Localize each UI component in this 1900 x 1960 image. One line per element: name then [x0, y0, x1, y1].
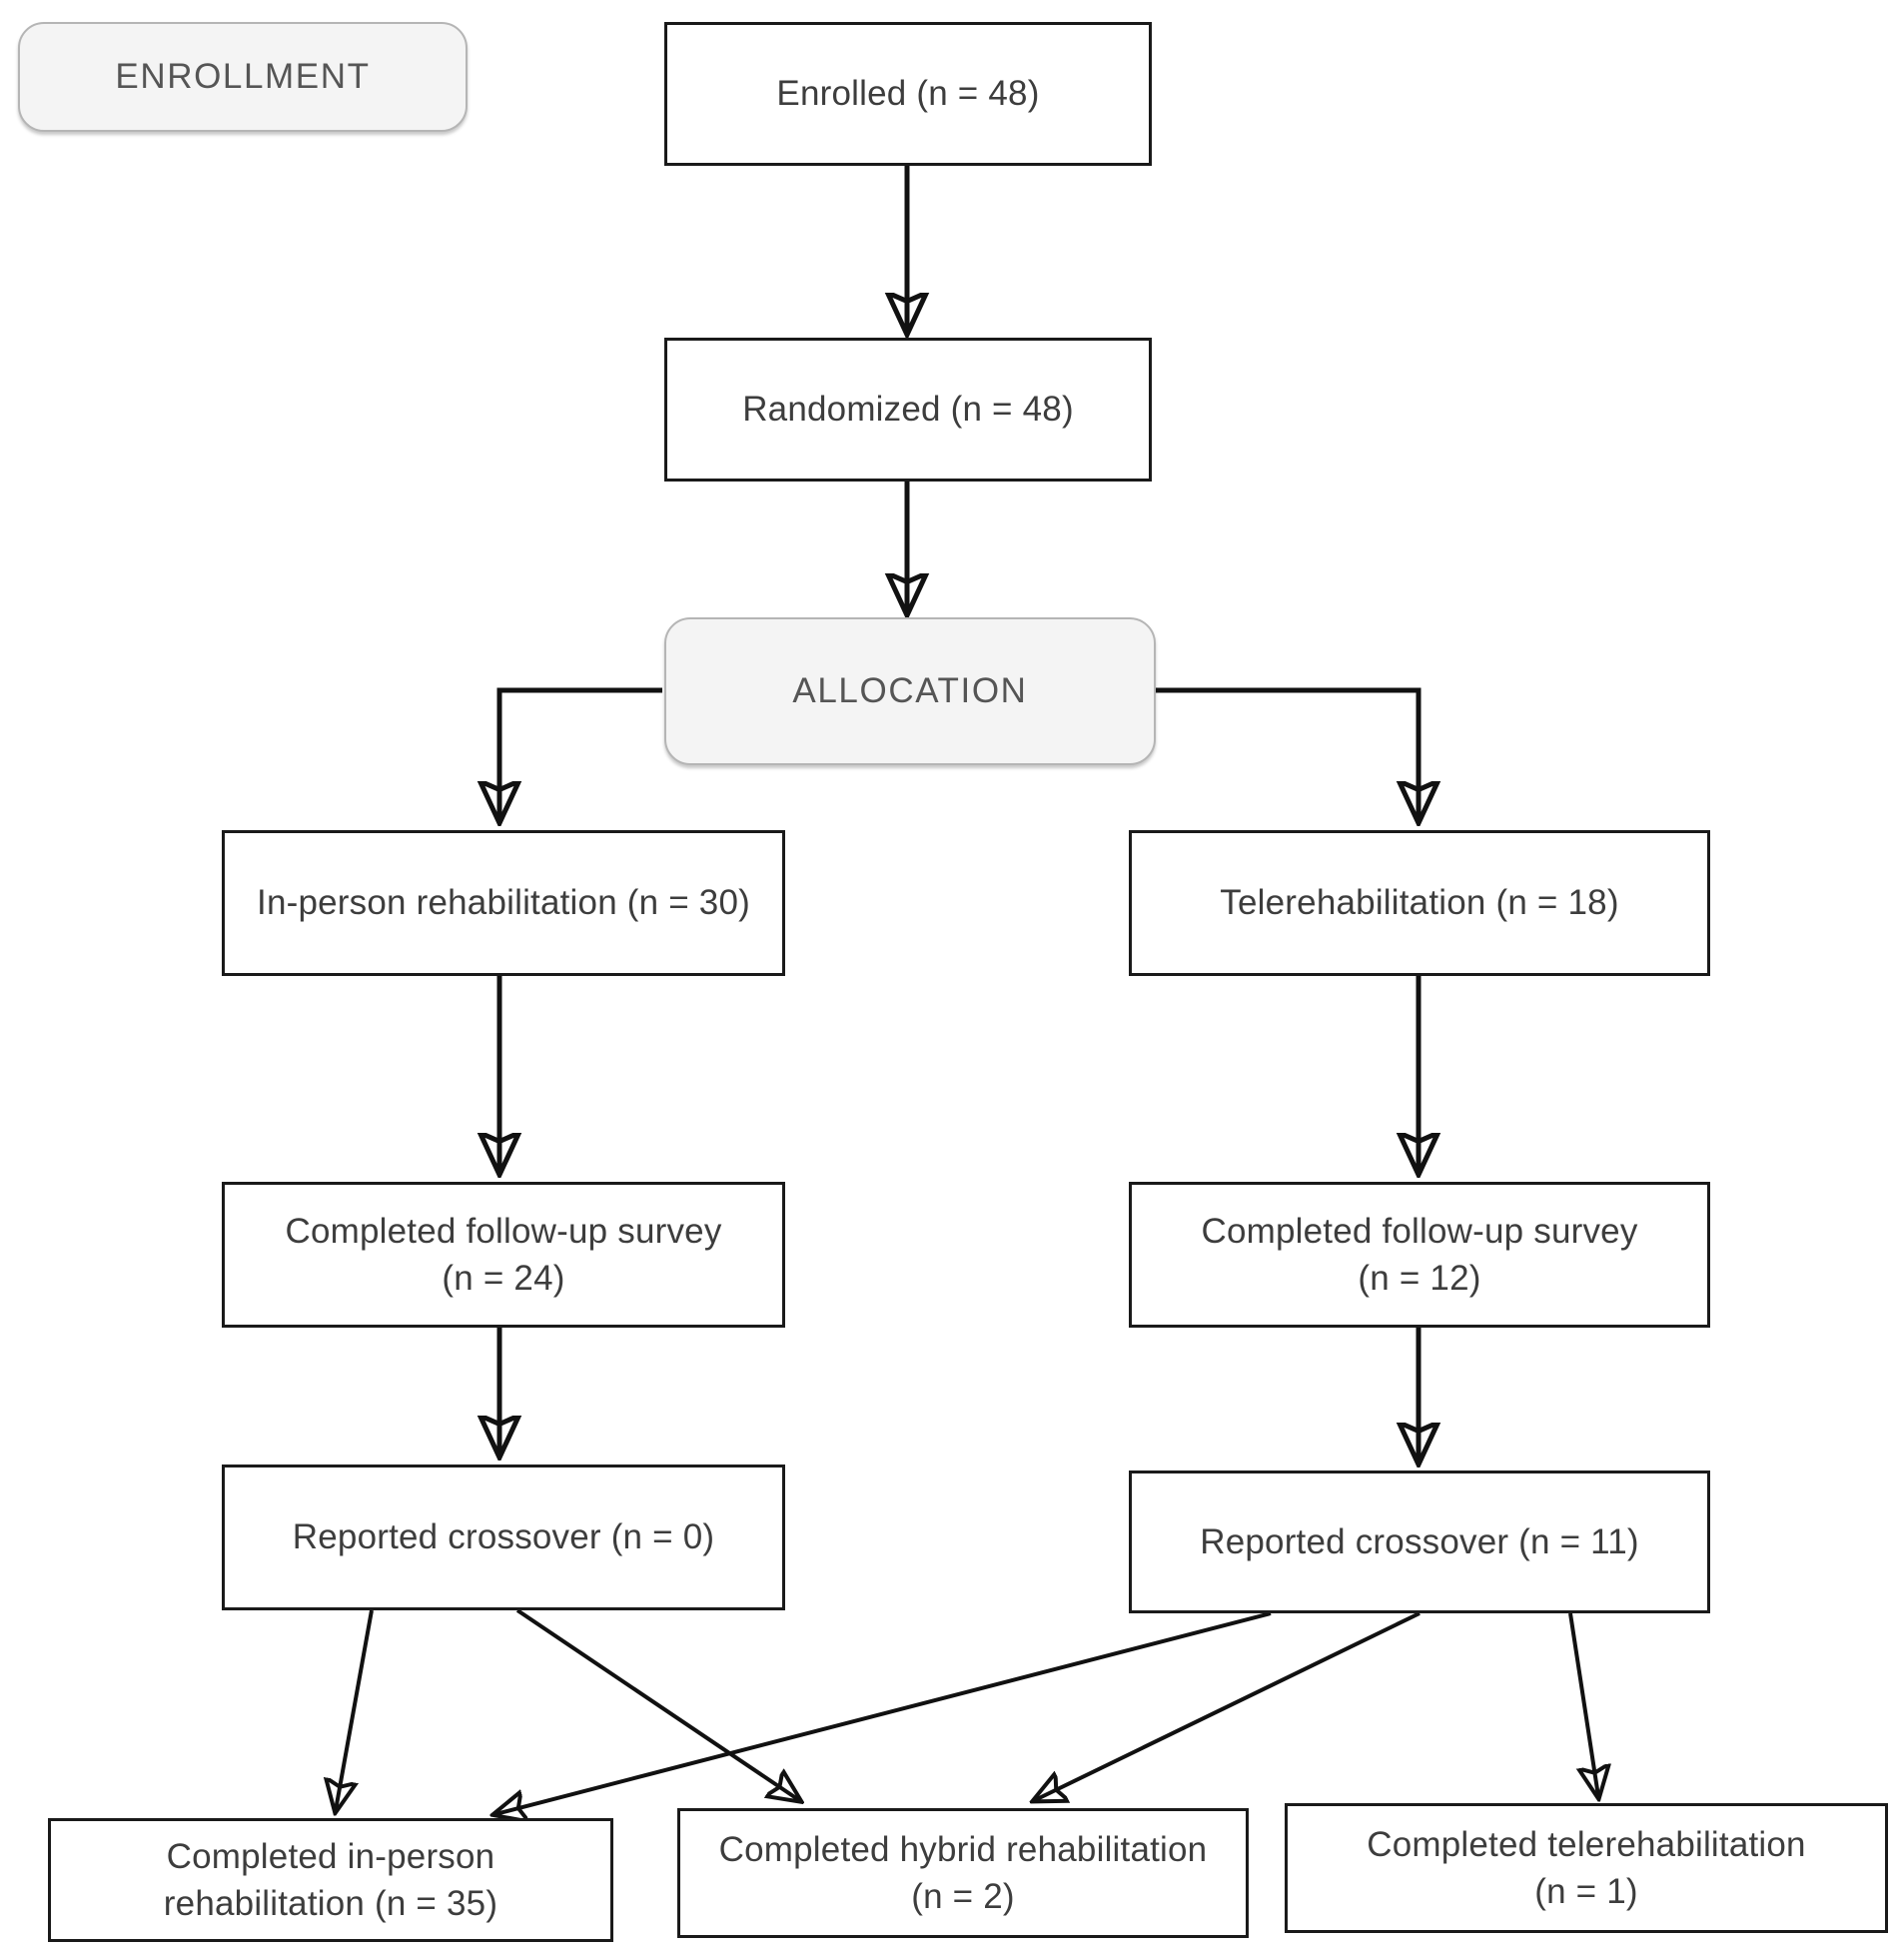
edge-tele-crossover-to-completed-hybrid — [1035, 1611, 1421, 1800]
node-tele-allocation: Telerehabilitation (n = 18) — [1129, 830, 1710, 976]
node-tele-crossover-line-1: Reported crossover (n = 11) — [1200, 1521, 1639, 1561]
node-completed-tele: Completed telerehabilitation (n = 1) — [1285, 1803, 1888, 1933]
node-completed-hybrid-line-1: Completed hybrid rehabilitation — [718, 1829, 1208, 1869]
node-completed-inperson: Completed in-person rehabilitation (n = … — [48, 1818, 613, 1942]
node-tele-allocation-line-1: Telerehabilitation (n = 18) — [1220, 883, 1619, 923]
node-inperson-allocation-line-1: In-person rehabilitation (n = 30) — [257, 883, 750, 923]
stage-banner-enrollment: ENROLLMENT — [18, 22, 468, 132]
node-tele-followup-line-2: (n = 12) — [1358, 1259, 1481, 1298]
node-enrolled-line-1: Enrolled (n = 48) — [776, 74, 1040, 114]
edge-allocation-to-inperson — [499, 687, 662, 819]
node-completed-tele-line-1: Completed telerehabilitation — [1367, 1824, 1806, 1864]
stage-banner-allocation-label: ALLOCATION — [792, 671, 1028, 710]
node-completed-hybrid-line-2: (n = 2) — [911, 1877, 1015, 1916]
node-inperson-allocation: In-person rehabilitation (n = 30) — [222, 830, 785, 976]
stage-banner-enrollment-label: ENROLLMENT — [115, 57, 371, 96]
node-inperson-followup: Completed follow-up survey (n = 24) — [222, 1182, 785, 1328]
edge-inperson-crossover-to-completed-inperson — [336, 1609, 374, 1810]
node-randomized: Randomized (n = 48) — [664, 338, 1152, 482]
node-completed-tele-line-2: (n = 1) — [1534, 1872, 1638, 1911]
node-tele-crossover: Reported crossover (n = 11) — [1129, 1470, 1710, 1613]
edge-inperson-crossover-to-completed-hybrid — [515, 1608, 799, 1800]
node-tele-followup-line-1: Completed follow-up survey — [1201, 1211, 1638, 1251]
node-randomized-line-1: Randomized (n = 48) — [742, 390, 1074, 430]
node-inperson-crossover-line-1: Reported crossover (n = 0) — [292, 1517, 715, 1557]
edge-allocation-to-tele — [1153, 687, 1419, 819]
edge-tele-crossover-to-completed-inperson — [495, 1611, 1272, 1814]
node-inperson-followup-line-2: (n = 24) — [442, 1259, 565, 1298]
node-enrolled: Enrolled (n = 48) — [664, 22, 1152, 166]
node-inperson-followup-line-1: Completed follow-up survey — [285, 1211, 722, 1251]
node-tele-followup: Completed follow-up survey (n = 12) — [1129, 1182, 1710, 1328]
node-completed-inperson-line-2: rehabilitation (n = 35) — [163, 1884, 498, 1923]
edge-tele-crossover-to-completed-tele — [1568, 1612, 1598, 1796]
node-completed-inperson-line-1: Completed in-person — [166, 1836, 495, 1876]
stage-banner-allocation: ALLOCATION — [664, 617, 1156, 765]
node-inperson-crossover: Reported crossover (n = 0) — [222, 1465, 785, 1610]
node-completed-hybrid: Completed hybrid rehabilitation (n = 2) — [677, 1808, 1249, 1938]
